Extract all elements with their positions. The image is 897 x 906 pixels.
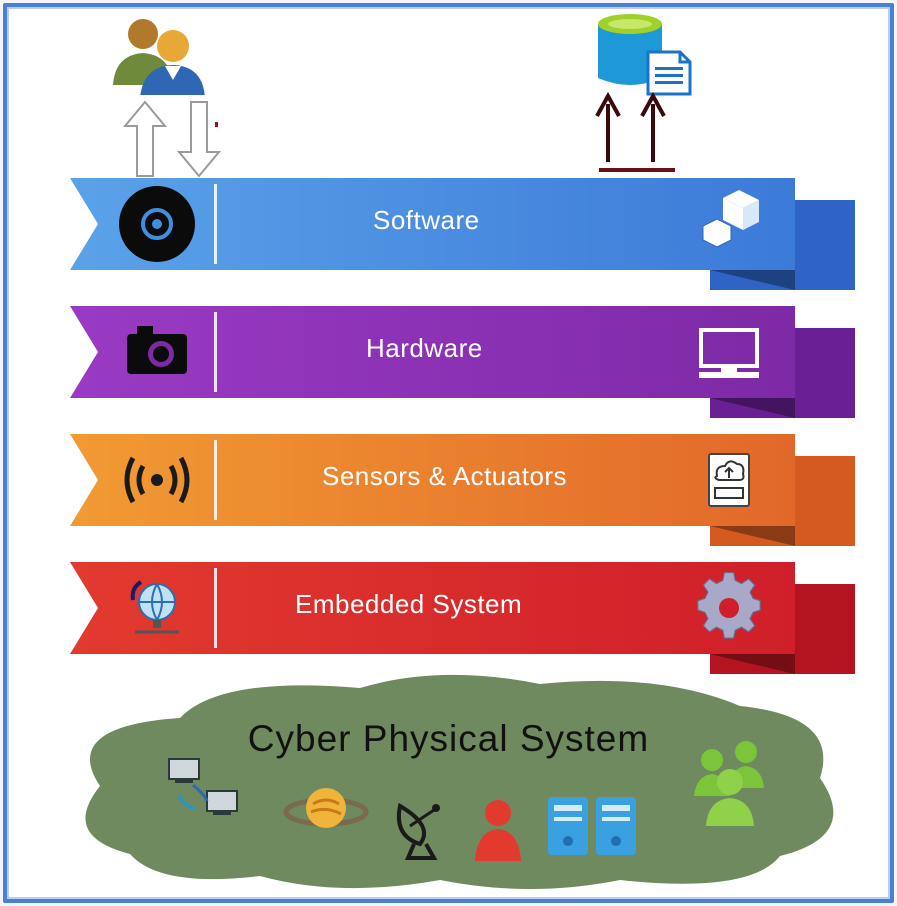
layer-ribbon <box>70 562 855 674</box>
layer-band-3: Embedded System <box>0 562 897 692</box>
layer-band-2: Sensors & Actuators <box>0 434 897 564</box>
camera-icon <box>127 326 187 374</box>
layer-label: Sensors & Actuators <box>322 461 568 491</box>
networked-computers-icon <box>168 758 238 815</box>
users-icon <box>113 19 205 95</box>
server-icon <box>548 797 636 855</box>
layer-label: Hardware <box>366 333 483 363</box>
satellite-dish-icon <box>397 802 440 860</box>
layer-ribbon <box>70 306 855 418</box>
planet-icon <box>283 788 369 828</box>
user-group-icon <box>694 741 764 826</box>
up-arrow-icon <box>122 100 168 177</box>
person-icon <box>475 800 521 861</box>
layer-ribbon <box>70 434 855 546</box>
database-document-icon <box>598 14 692 96</box>
layer-ribbon <box>70 178 855 290</box>
down-arrow-icon <box>176 101 222 178</box>
layer-label: Software <box>373 205 480 235</box>
cloud-upload-icon <box>708 453 750 507</box>
layer-band-1: Hardware <box>0 306 897 436</box>
gear-icon <box>697 572 761 639</box>
dark-arrows-icon <box>595 92 675 172</box>
monitor-icon <box>699 328 759 378</box>
cubes-icon <box>702 190 759 248</box>
cps-title: Cyber Physical System <box>247 718 650 759</box>
disc-icon <box>119 186 195 262</box>
network-globe-icon <box>130 580 179 634</box>
layer-label: Embedded System <box>295 589 523 619</box>
layer-band-0: Software <box>0 178 897 308</box>
red-dot <box>215 122 218 127</box>
cps-cloud <box>85 674 834 889</box>
broadcast-icon <box>124 456 190 504</box>
